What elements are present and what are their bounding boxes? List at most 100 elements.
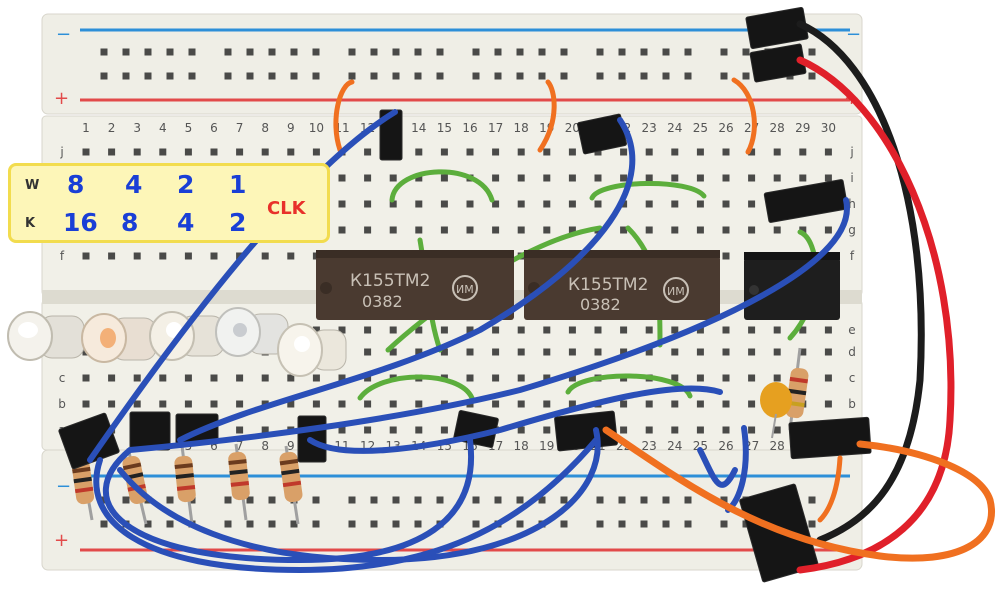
row-letter: j bbox=[59, 145, 63, 159]
hole bbox=[466, 148, 474, 156]
hole bbox=[184, 400, 192, 408]
rail-hole bbox=[224, 72, 232, 80]
hole bbox=[543, 174, 551, 182]
hole bbox=[415, 174, 423, 182]
hole bbox=[645, 426, 653, 434]
column-number: 7 bbox=[236, 439, 244, 453]
hole bbox=[492, 174, 500, 182]
column-number: 5 bbox=[185, 121, 193, 135]
rail-hole bbox=[808, 496, 816, 504]
hole bbox=[696, 200, 704, 208]
rail-hole bbox=[166, 72, 174, 80]
resistor-3 bbox=[174, 445, 196, 525]
row-letter: f bbox=[60, 249, 65, 263]
hole bbox=[184, 252, 192, 260]
chip-3 bbox=[744, 252, 840, 320]
hole bbox=[82, 252, 90, 260]
hole bbox=[108, 374, 116, 382]
row-letter: i bbox=[850, 171, 853, 185]
hole bbox=[671, 348, 679, 356]
column-number: 15 bbox=[437, 121, 452, 135]
hole bbox=[543, 326, 551, 334]
hole bbox=[799, 348, 807, 356]
hole bbox=[364, 174, 372, 182]
rail-hole bbox=[268, 48, 276, 56]
hole bbox=[338, 374, 346, 382]
rail-hole bbox=[392, 48, 400, 56]
rail-hole bbox=[640, 48, 648, 56]
hole bbox=[722, 252, 730, 260]
hole bbox=[312, 374, 320, 382]
column-number: 24 bbox=[667, 121, 682, 135]
row-letter: c bbox=[59, 371, 66, 385]
hole bbox=[696, 226, 704, 234]
hole bbox=[568, 200, 576, 208]
rail-hole bbox=[246, 48, 254, 56]
rail-hole bbox=[560, 496, 568, 504]
rail-hole bbox=[100, 72, 108, 80]
hole bbox=[773, 348, 781, 356]
hole bbox=[568, 400, 576, 408]
hole bbox=[338, 174, 346, 182]
hole bbox=[133, 148, 141, 156]
hole bbox=[389, 400, 397, 408]
column-number: 1 bbox=[82, 121, 90, 135]
hole bbox=[492, 148, 500, 156]
chip-1-label: К155ТМ2 bbox=[350, 271, 430, 291]
rail-hole bbox=[436, 72, 444, 80]
rail-hole bbox=[122, 496, 130, 504]
w-value-1: 1 bbox=[229, 170, 247, 199]
rail-hole bbox=[494, 48, 502, 56]
hole bbox=[415, 348, 423, 356]
column-number: 9 bbox=[287, 439, 295, 453]
rail-hole bbox=[662, 520, 670, 528]
hole bbox=[517, 348, 525, 356]
hole bbox=[671, 174, 679, 182]
rail-hole bbox=[144, 72, 152, 80]
column-number: 17 bbox=[488, 121, 503, 135]
rail-hole bbox=[472, 496, 480, 504]
rail-hole bbox=[516, 48, 524, 56]
rail-hole bbox=[472, 72, 480, 80]
hole bbox=[287, 252, 295, 260]
hole bbox=[261, 426, 269, 434]
rail-hole bbox=[494, 72, 502, 80]
rail-hole bbox=[290, 48, 298, 56]
hole bbox=[645, 348, 653, 356]
column-number: 8 bbox=[261, 439, 269, 453]
chip-2-code: 0382 bbox=[580, 295, 621, 314]
hole bbox=[722, 326, 730, 334]
hole bbox=[748, 226, 756, 234]
rail-hole bbox=[618, 520, 626, 528]
hole bbox=[440, 174, 448, 182]
hole bbox=[364, 148, 372, 156]
hole bbox=[133, 400, 141, 408]
column-number: 23 bbox=[642, 121, 657, 135]
rail-hole bbox=[472, 520, 480, 528]
hole bbox=[108, 148, 116, 156]
rail-hole bbox=[618, 496, 626, 504]
hole bbox=[364, 426, 372, 434]
hole bbox=[543, 200, 551, 208]
hole bbox=[517, 226, 525, 234]
chip-2-logo: ИМ bbox=[667, 285, 685, 298]
rail-hole bbox=[640, 496, 648, 504]
rail-hole bbox=[348, 48, 356, 56]
hole bbox=[338, 200, 346, 208]
hole bbox=[389, 174, 397, 182]
hole bbox=[466, 348, 474, 356]
orange-jumpers bbox=[333, 77, 757, 155]
column-number: 24 bbox=[667, 439, 682, 453]
rail-minus-top-left: − bbox=[56, 24, 71, 45]
led-1 bbox=[7, 311, 85, 361]
rail-hole bbox=[560, 520, 568, 528]
rail-hole bbox=[188, 48, 196, 56]
rail-hole bbox=[312, 520, 320, 528]
hole bbox=[338, 326, 346, 334]
hole bbox=[543, 374, 551, 382]
rail-hole bbox=[246, 72, 254, 80]
capacitor bbox=[760, 382, 792, 439]
rail-hole bbox=[144, 48, 152, 56]
hole bbox=[543, 400, 551, 408]
rail-hole bbox=[640, 72, 648, 80]
